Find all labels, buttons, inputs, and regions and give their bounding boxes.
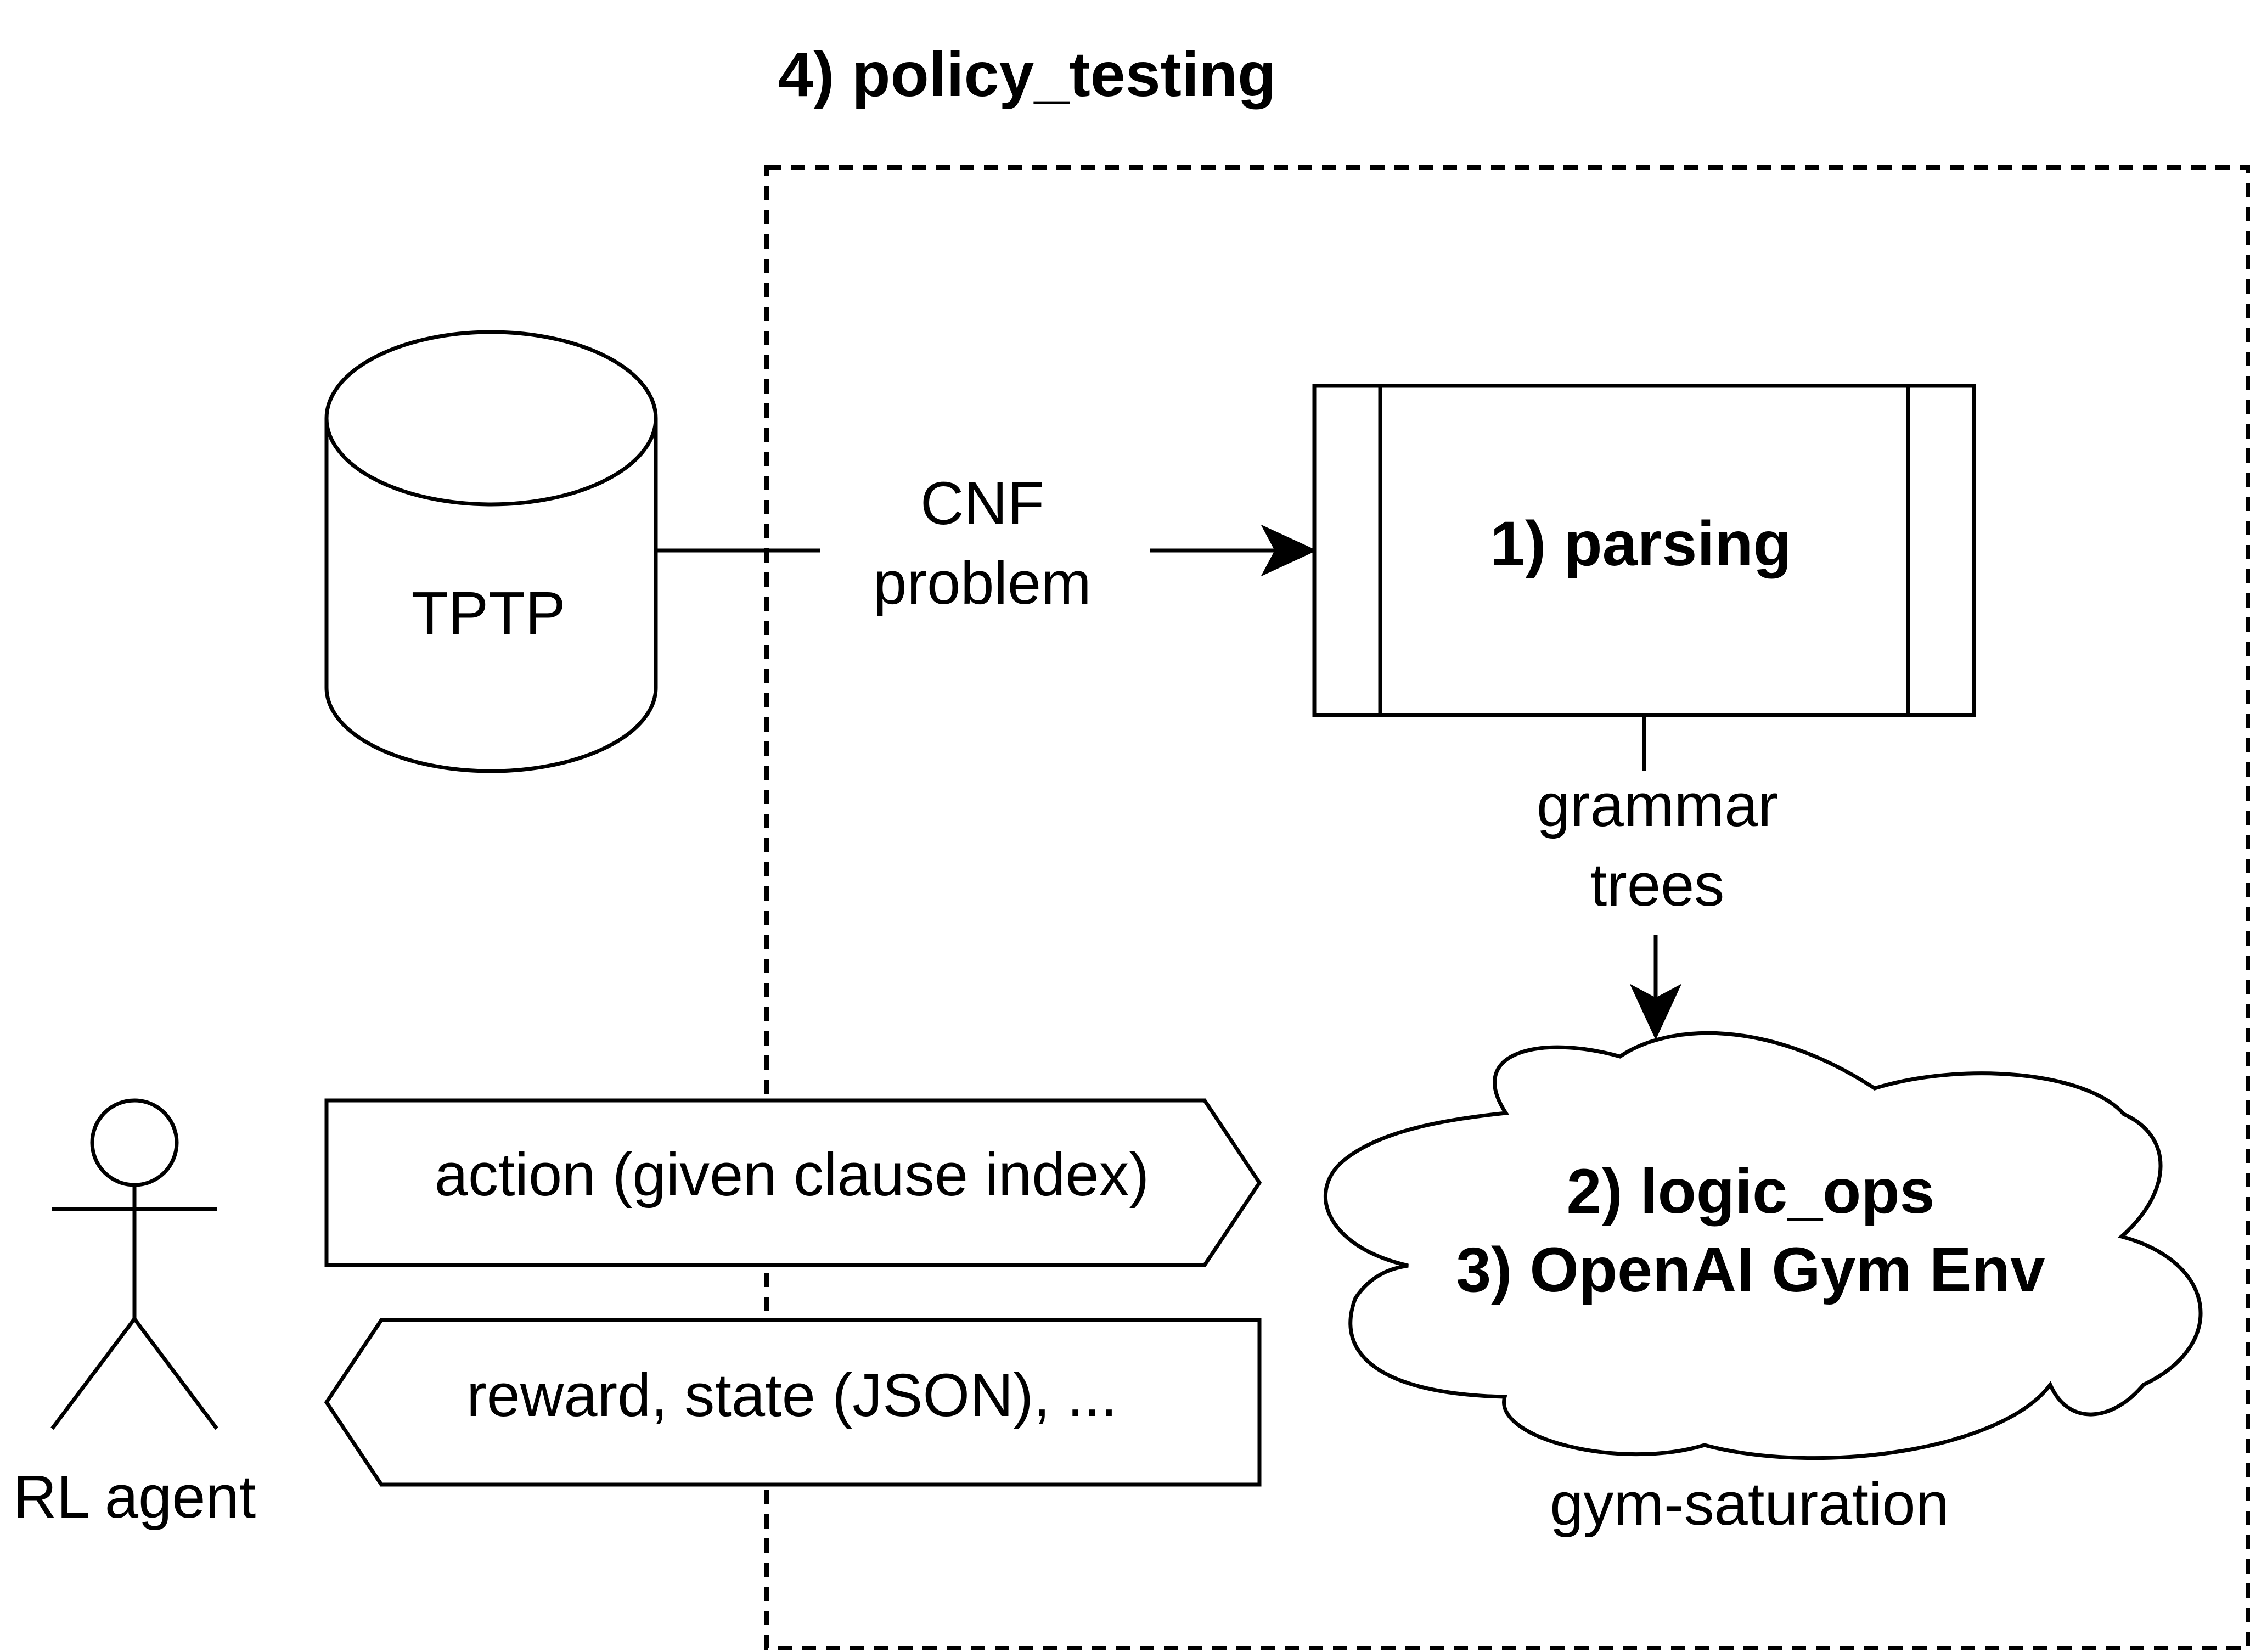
rl-agent-label: RL agent [13,1463,256,1531]
action-arrow: action (given clause index) [324,1098,1262,1267]
gym-cloud: 2) logic_ops 3) OpenAI Gym Env [1323,1031,2203,1460]
gym-saturation-caption: gym-saturation [1550,1470,1949,1538]
action-arrow-label: action (given clause index) [435,1141,1149,1209]
grammar-edge-label-1: grammar [1537,772,1778,839]
cnf-edge-label-1: CNF [920,470,1044,537]
policy-testing-boundary [764,165,2250,1650]
parsing-label: 1) parsing [1490,509,1792,579]
cloud-label-2: 3) OpenAI Gym Env [1456,1235,2045,1305]
cloud-label-1: 2) logic_ops [1567,1156,1935,1227]
reward-arrow: reward, state (JSON), ... [324,1318,1262,1487]
policy-testing-title: 4) policy_testing [778,40,1276,110]
cnf-edge-label-2: problem [873,549,1091,617]
grammar-edge-label-2: trees [1590,851,1725,919]
stick-figure-icon [50,1098,218,1430]
grammar-edge-arrowhead [1629,984,1682,1040]
parsing-process: 1) parsing [1312,384,1976,717]
reward-arrow-label: reward, state (JSON), ... [466,1362,1117,1429]
tptp-label: TPTP [411,580,565,647]
cnf-edge-arrowhead [1261,524,1317,577]
tptp-database: TPTP [324,330,658,773]
